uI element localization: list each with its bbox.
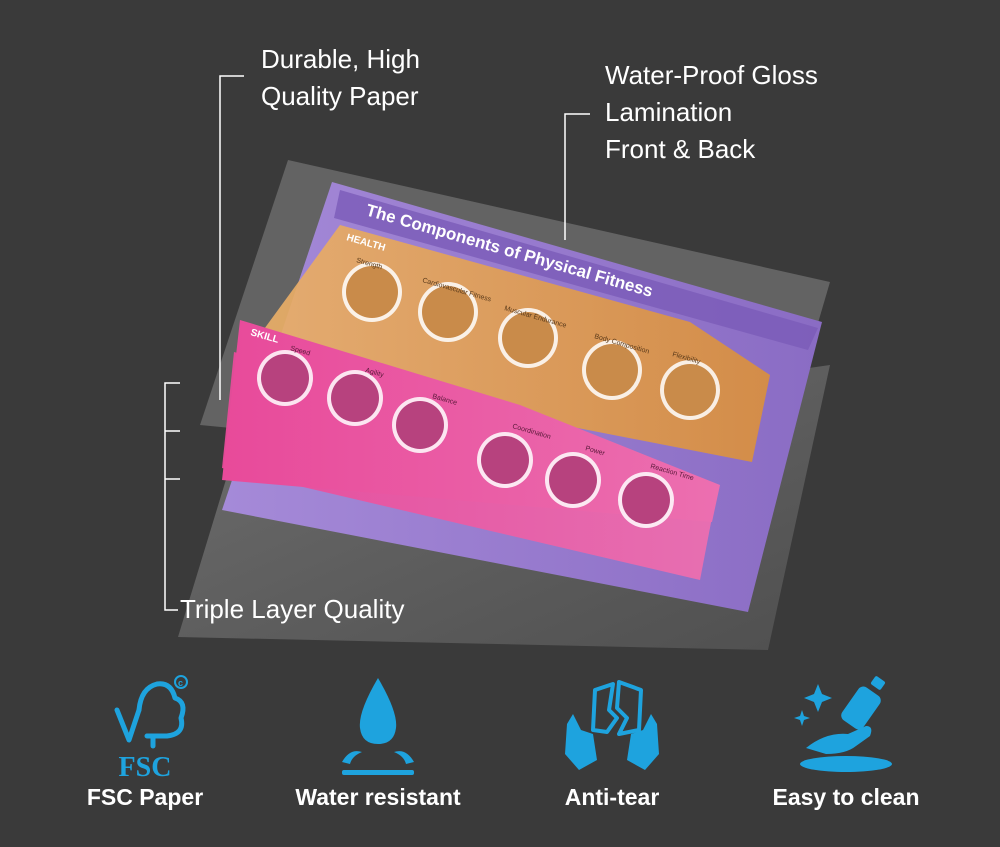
svg-text:c: c (178, 678, 183, 688)
feature-anti-tear: Anti-tear (502, 660, 722, 847)
poster-paper (222, 182, 822, 612)
torn-paper-hands-icon (565, 680, 659, 770)
feature-label: Easy to clean (772, 784, 920, 810)
feature-easy-clean: Easy to clean (736, 660, 956, 847)
callout-line: Front & Back (605, 134, 756, 164)
hand-spray-clean-icon (794, 676, 892, 772)
fsc-tree-icon: c FSC (114, 675, 188, 780)
feature-fsc: c FSC FSC Paper (35, 660, 255, 847)
fsc-logo-text: FSC (119, 752, 172, 780)
callout-triple-layer: Triple Layer Quality (180, 594, 405, 624)
callout-lamination: Water-Proof Gloss Lamination Front & Bac… (605, 57, 818, 168)
feature-label: Water resistant (295, 784, 461, 810)
feature-label: Anti-tear (564, 784, 660, 810)
callout-line: Lamination (605, 97, 733, 127)
callout-durable-paper: Durable, High Quality Paper (261, 41, 420, 115)
feature-water: Water resistant (268, 660, 488, 847)
feature-label: FSC Paper (86, 784, 204, 810)
features-row: c FSC FSC Paper Water resistant Anti-tea… (0, 660, 1000, 847)
callout-line: Water-Proof Gloss (605, 60, 818, 90)
poster-layers-illustration: The Components of Physical Fitness HEALT… (178, 160, 830, 650)
water-drop-icon (342, 678, 414, 775)
callout-line: Durable, High (261, 44, 420, 74)
callout-line: Quality Paper (261, 81, 419, 111)
